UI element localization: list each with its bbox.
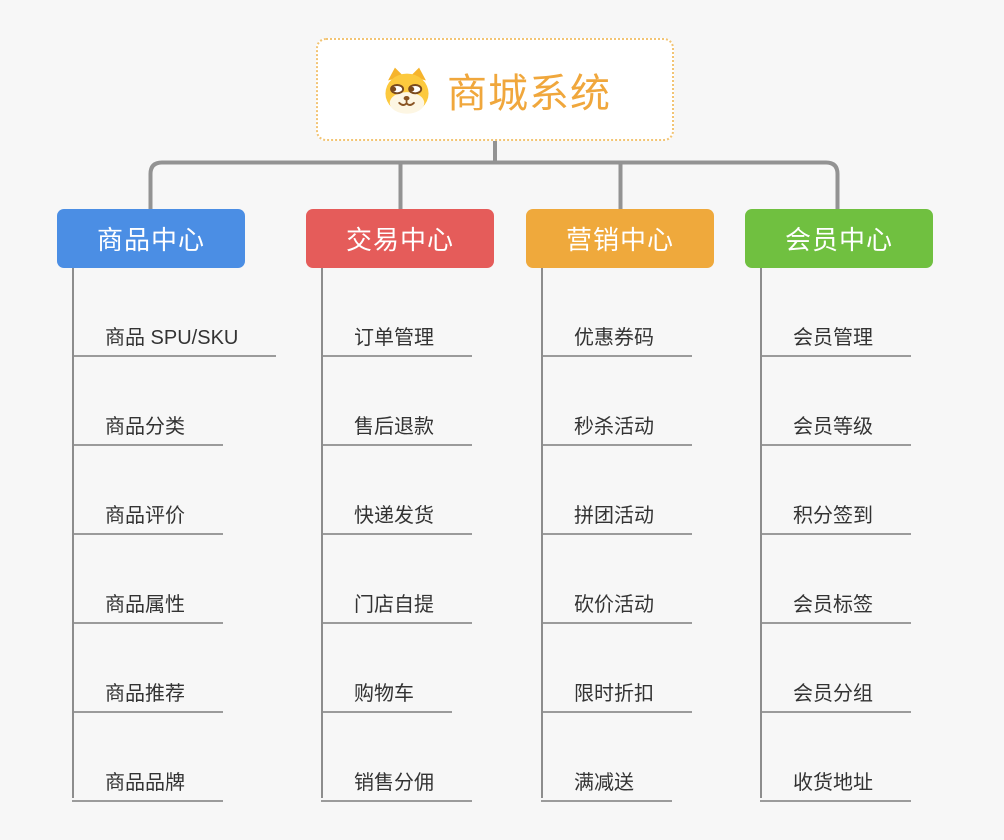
branch-child-connector: [72, 268, 74, 798]
leaf-node: 商品推荐: [72, 624, 276, 713]
leaf-node: 砍价活动: [541, 535, 692, 624]
leaf-node: 会员标签: [760, 535, 911, 624]
leaf-node: 购物车: [321, 624, 472, 713]
branch-node-trade[interactable]: 交易中心: [306, 209, 494, 268]
branch-label: 商品中心: [96, 225, 205, 255]
leaf-node: 积分签到: [760, 446, 911, 535]
leaf-node: 满减送: [541, 713, 692, 802]
leaf-label[interactable]: 商品品牌: [72, 766, 223, 802]
leaf-node: 会员等级: [760, 357, 911, 446]
branch-child-connector: [760, 268, 762, 798]
leaf-label[interactable]: 拼团活动: [541, 499, 692, 535]
branch-children-trade: 订单管理 售后退款 快递发货 门店自提 购物车 销售分佣: [321, 268, 472, 802]
branch-label: 营销中心: [565, 225, 674, 255]
leaf-label[interactable]: 快递发货: [321, 499, 472, 535]
leaf-label[interactable]: 会员等级: [760, 410, 911, 446]
branch-node-products[interactable]: 商品中心: [57, 209, 245, 268]
branch-label: 会员中心: [784, 225, 893, 255]
leaf-label[interactable]: 限时折扣: [541, 677, 692, 713]
leaf-node: 商品品牌: [72, 713, 276, 802]
leaf-label[interactable]: 会员管理: [760, 321, 911, 357]
branch-children-marketing: 优惠券码 秒杀活动 拼团活动 砍价活动 限时折扣 满减送: [541, 268, 692, 802]
leaf-node: 秒杀活动: [541, 357, 692, 446]
leaf-node: 售后退款: [321, 357, 472, 446]
leaf-label[interactable]: 门店自提: [321, 588, 472, 624]
leaf-label[interactable]: 满减送: [541, 766, 672, 802]
root-title: 商城系统: [447, 71, 611, 116]
leaf-label[interactable]: 砍价活动: [541, 588, 692, 624]
leaf-node: 收货地址: [760, 713, 911, 802]
leaf-label[interactable]: 积分签到: [760, 499, 911, 535]
branch-children-products: 商品 SPU/SKU 商品分类 商品评价 商品属性 商品推荐 商品品牌: [72, 268, 277, 802]
leaf-node: 拼团活动: [541, 446, 692, 535]
leaf-node: 商品评价: [72, 446, 276, 535]
branch-child-connector: [321, 268, 323, 798]
leaf-label[interactable]: 商品属性: [72, 588, 223, 624]
leaf-label[interactable]: 会员标签: [760, 588, 911, 624]
leaf-label[interactable]: 售后退款: [321, 410, 472, 446]
leaf-label[interactable]: 商品评价: [72, 499, 223, 535]
leaf-node: 商品 SPU/SKU: [72, 268, 277, 357]
branch-child-connector: [541, 268, 543, 798]
branch-node-marketing[interactable]: 营销中心: [526, 209, 714, 268]
leaf-node: 商品分类: [72, 357, 276, 446]
leaf-label[interactable]: 商品分类: [72, 410, 223, 446]
branch-label: 交易中心: [345, 225, 454, 255]
leaf-label[interactable]: 销售分佣: [321, 766, 472, 802]
leaf-node: 订单管理: [321, 268, 472, 357]
leaf-label[interactable]: 订单管理: [321, 321, 472, 357]
leaf-label[interactable]: 收货地址: [760, 766, 911, 802]
leaf-label[interactable]: 购物车: [321, 677, 452, 713]
root-node[interactable]: 商城系统: [316, 38, 674, 141]
doge-icon: [385, 67, 429, 114]
leaf-node: 限时折扣: [541, 624, 692, 713]
leaf-label[interactable]: 秒杀活动: [541, 410, 692, 446]
branch-children-members: 会员管理 会员等级 积分签到 会员标签 会员分组 收货地址: [760, 268, 911, 802]
leaf-node: 会员分组: [760, 624, 911, 713]
leaf-node: 商品属性: [72, 535, 276, 624]
leaf-label[interactable]: 商品 SPU/SKU: [72, 321, 277, 357]
leaf-node: 会员管理: [760, 268, 911, 357]
leaf-node: 快递发货: [321, 446, 472, 535]
leaf-node: 门店自提: [321, 535, 472, 624]
branch-node-members[interactable]: 会员中心: [745, 209, 933, 268]
leaf-node: 优惠券码: [541, 268, 692, 357]
leaf-label[interactable]: 优惠券码: [541, 321, 692, 357]
leaf-node: 销售分佣: [321, 713, 472, 802]
leaf-label[interactable]: 商品推荐: [72, 677, 223, 713]
leaf-label[interactable]: 会员分组: [760, 677, 911, 713]
